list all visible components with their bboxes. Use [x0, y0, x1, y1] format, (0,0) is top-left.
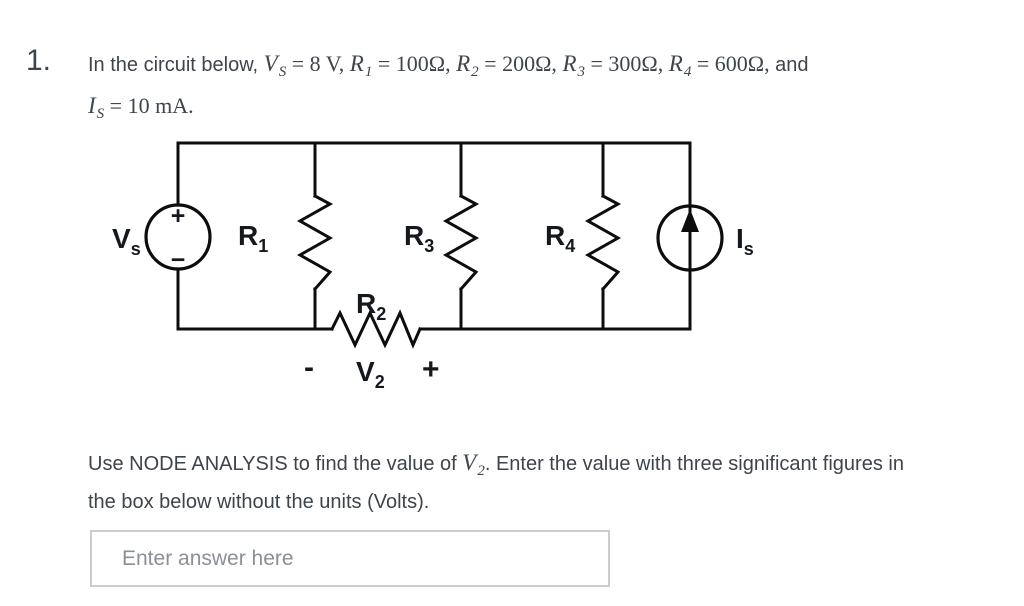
- answer-input[interactable]: [90, 530, 610, 587]
- vs-minus-mark: −: [171, 246, 186, 274]
- question-line-2: IS = 10 mA.: [88, 89, 809, 131]
- value-is: = 10 mA.: [104, 93, 194, 118]
- label-r1: R1: [238, 220, 268, 256]
- value-r3: = 300Ω,: [585, 51, 669, 76]
- value-vs: = 8 V,: [286, 51, 350, 76]
- text-run: and: [769, 54, 809, 76]
- question-text: In the circuit below, VS = 8 V, R1 = 100…: [88, 47, 809, 131]
- text-run: Use NODE ANALYSIS to find the value of: [88, 453, 463, 475]
- label-r2: R2: [356, 288, 386, 324]
- label-vs: Vs: [112, 223, 141, 259]
- value-r2: = 200Ω,: [478, 51, 563, 76]
- label-r4: R4: [545, 220, 575, 256]
- instruction-line-2: the box below without the units (Volts).: [88, 491, 430, 513]
- value-r1: = 100Ω,: [372, 51, 457, 76]
- vs-plus-mark: +: [171, 202, 186, 230]
- var-is: I: [88, 93, 96, 118]
- var-vs: V: [263, 51, 278, 76]
- var-v2-sub: 2: [477, 463, 485, 479]
- resistor-r1: [296, 193, 334, 292]
- var-r1: R: [349, 51, 364, 76]
- var-r3: R: [562, 51, 577, 76]
- var-r2-sub: 2: [471, 64, 479, 80]
- label-is: Is: [736, 223, 754, 259]
- current-source-is: [656, 204, 724, 272]
- v2-minus-sign: -: [304, 351, 314, 384]
- question-number: 1.: [26, 44, 52, 77]
- question-line-1: In the circuit below, VS = 8 V, R1 = 100…: [88, 47, 809, 89]
- v2-plus-sign: +: [422, 353, 440, 386]
- var-v2: V: [462, 450, 477, 475]
- var-r2: R: [456, 51, 471, 76]
- var-r3-sub: 3: [577, 64, 586, 80]
- value-r4: = 600Ω,: [691, 51, 770, 76]
- instruction-line-1: Use NODE ANALYSIS to find the value of V…: [88, 447, 904, 487]
- is-arrow-icon: [681, 209, 699, 232]
- text-run: In the circuit below,: [88, 54, 264, 76]
- var-vs-sub: S: [278, 64, 287, 80]
- resistor-r3: [442, 193, 480, 292]
- resistor-r2: [329, 309, 422, 349]
- label-r3: R3: [404, 220, 434, 256]
- var-is-sub: S: [96, 106, 105, 122]
- var-r1-sub: 1: [364, 64, 373, 80]
- resistor-r4: [584, 193, 622, 292]
- text-run: . Enter the value with three significant…: [484, 453, 904, 475]
- var-r4-sub: 4: [683, 64, 692, 80]
- label-v2: V2: [356, 356, 385, 392]
- var-r4: R: [668, 51, 683, 76]
- voltage-source-vs: [144, 203, 212, 271]
- instruction-text: Use NODE ANALYSIS to find the value of V…: [88, 447, 904, 518]
